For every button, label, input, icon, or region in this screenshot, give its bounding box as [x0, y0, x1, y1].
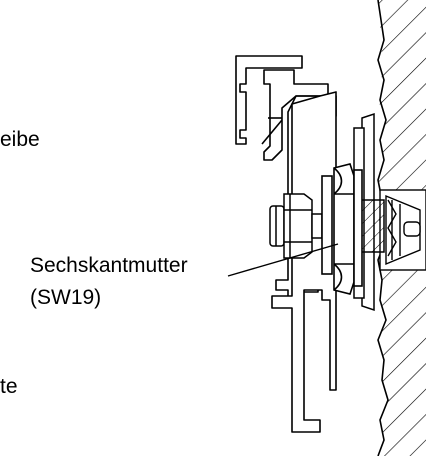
rail-bracket [235, 55, 337, 433]
label-nut-size: (SW19) [30, 286, 101, 309]
label-scheibe-fragment: eibe [0, 128, 40, 151]
hex-nut [321, 163, 363, 295]
label-platte-fragment: te [0, 375, 18, 398]
anchor-plug [379, 189, 426, 271]
label-nut: Sechskantmutter [30, 254, 188, 277]
nut-leader-line [227, 243, 339, 277]
